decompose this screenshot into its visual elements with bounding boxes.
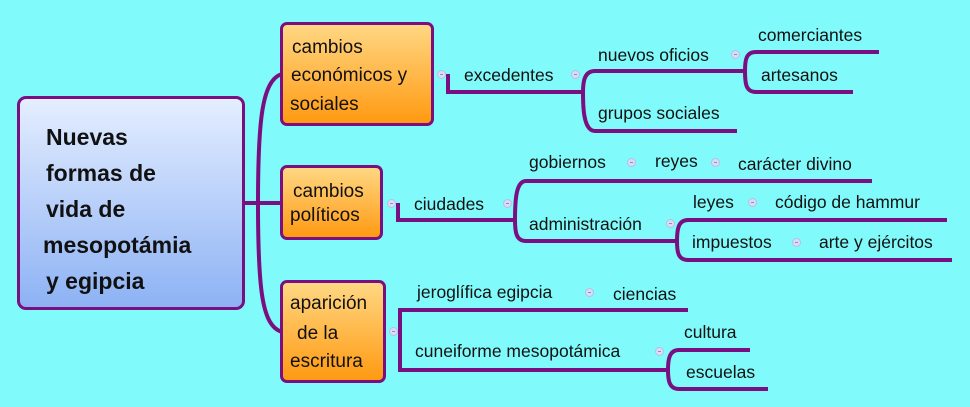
- node-ciencias[interactable]: ciencias: [613, 284, 677, 304]
- node-cuneiforme[interactable]: cuneiforme mesopotámica: [415, 341, 621, 361]
- node-cultura[interactable]: cultura: [684, 322, 737, 342]
- root-line: y egipcia: [46, 268, 145, 294]
- collapse-icon[interactable]: [389, 327, 398, 336]
- collapse-icon[interactable]: [666, 219, 675, 228]
- root-line: formas de: [46, 160, 156, 186]
- collapse-icon[interactable]: [571, 70, 580, 79]
- node-grupos-sociales[interactable]: grupos sociales: [598, 103, 720, 123]
- node-arte-ejercitos[interactable]: arte y ejércitos: [819, 232, 933, 252]
- node-nuevos-oficios[interactable]: nuevos oficios: [598, 45, 709, 65]
- node-jeroglifica[interactable]: jeroglífica egipcia: [417, 282, 553, 302]
- node-codigo-hammur[interactable]: código de hammur: [775, 192, 920, 212]
- collapse-icon[interactable]: [387, 199, 396, 208]
- topic-cambios-politicos[interactable]: cambios políticos: [280, 165, 383, 240]
- collapse-icon[interactable]: [711, 158, 720, 167]
- node-caracter-divino[interactable]: carácter divino: [738, 154, 852, 174]
- topic-line: políticos: [290, 205, 360, 226]
- topic-line: aparición: [290, 293, 368, 314]
- topic-line: sociales: [290, 94, 359, 115]
- node-leyes[interactable]: leyes: [693, 192, 734, 212]
- node-comerciantes[interactable]: comerciantes: [758, 25, 863, 45]
- topic-line: cambios: [292, 37, 363, 58]
- root-line: mesopotámia: [43, 232, 192, 258]
- topic-line: cambios: [293, 181, 364, 202]
- topic-cambios-economicos[interactable]: cambios económicos y sociales: [280, 22, 434, 126]
- root-topic-text: Nuevas formas de vida de mesopotámia y e…: [43, 119, 192, 299]
- collapse-icon[interactable]: [731, 50, 740, 59]
- topic-aparicion-escritura[interactable]: aparición de la escritura: [280, 280, 386, 383]
- node-reyes[interactable]: reyes: [655, 151, 698, 171]
- collapse-icon[interactable]: [627, 158, 636, 167]
- collapse-icon[interactable]: [655, 347, 664, 356]
- collapse-icon[interactable]: [437, 70, 446, 79]
- collapse-icon[interactable]: [503, 199, 512, 208]
- topic-line: de la: [297, 323, 339, 344]
- node-ciudades[interactable]: ciudades: [414, 194, 485, 214]
- node-gobiernos[interactable]: gobiernos: [529, 152, 606, 172]
- root-topic[interactable]: Nuevas formas de vida de mesopotámia y e…: [17, 96, 245, 310]
- topic-line: económicos y: [291, 65, 408, 86]
- node-administracion[interactable]: administración: [529, 214, 642, 234]
- node-impuestos[interactable]: impuestos: [692, 232, 772, 252]
- topic-line: escritura: [290, 351, 363, 372]
- collapse-icon[interactable]: [585, 288, 594, 297]
- node-artesanos[interactable]: artesanos: [761, 65, 838, 85]
- node-excedentes[interactable]: excedentes: [464, 65, 554, 85]
- collapse-icon[interactable]: [792, 238, 801, 247]
- root-line: Nuevas: [46, 124, 128, 150]
- node-escuelas[interactable]: escuelas: [686, 362, 756, 382]
- collapse-icon[interactable]: [748, 198, 757, 207]
- root-line: vida de: [46, 196, 126, 222]
